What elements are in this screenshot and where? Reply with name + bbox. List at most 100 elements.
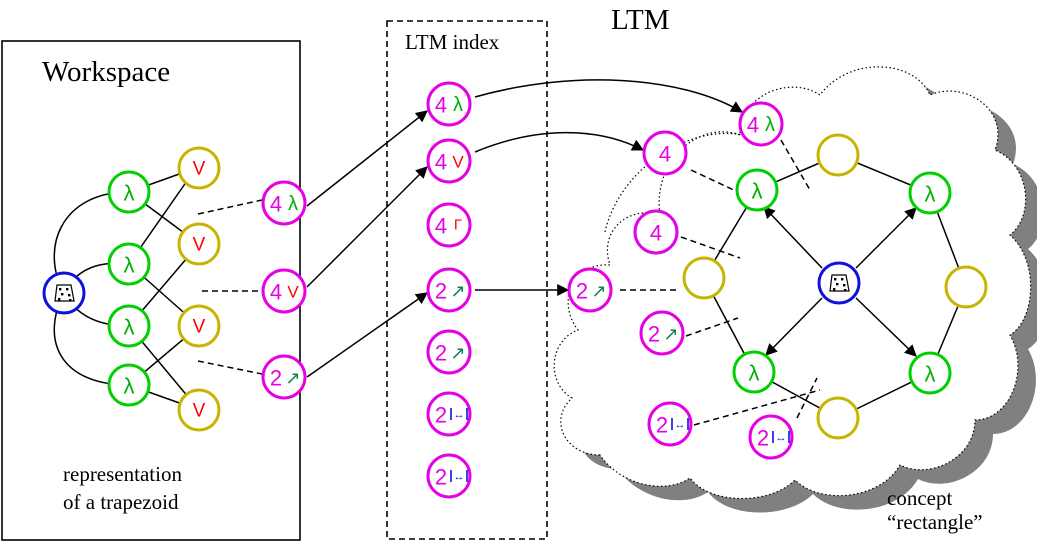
v-node: V [177,304,221,348]
empty-node [944,265,988,309]
digit-glyph: 4 [435,93,447,118]
digit-glyph: 2 [435,341,447,366]
concept-caption-line2: “rectangle” [887,510,983,534]
digit-glyph: 4 [747,113,759,138]
digit-glyph: 2 [270,366,282,391]
empty-node [816,396,860,440]
workspace-to-index-arrows [306,110,428,378]
trapezoid-icon [54,284,75,302]
v-node: V [177,388,221,432]
bar-arrow-bar-icon: ↔ [671,418,689,431]
digit-glyph: 4 [659,142,671,167]
pink-node: 2↗ [567,267,613,313]
workspace-caption: representation of a trapezoid [63,460,182,516]
v-glyph: V [193,317,206,338]
ltm-center-arrows [763,206,917,357]
lambda-node: λ [107,363,151,407]
lambda-node: λ [732,350,776,394]
lambda-glyph: λ [288,193,298,215]
lambda-glyph: λ [925,362,936,387]
ltm-dashed-links [620,139,821,426]
workspace-caption-line1: representation [63,462,182,486]
lambda-glyph: λ [453,94,463,116]
digit-glyph: 4 [270,192,282,217]
lambda-glyph: λ [124,181,135,206]
arrow-ne-icon: ↗ [450,281,465,301]
trapezoid-icon [829,274,850,292]
digit-glyph: 2 [656,413,668,438]
lambda-glyph: λ [124,253,135,278]
ltm-title: LTM [611,4,670,36]
double-arrow-glyph: ↔ [776,432,787,444]
arrow-ne-icon: ↗ [285,368,300,388]
pink-node: 2↗ [426,329,472,375]
digit-glyph: 2 [435,403,447,428]
digit-glyph: 4 [435,214,447,239]
double-arrow-glyph: ↔ [675,419,686,431]
lambda-glyph: λ [124,315,135,340]
bar-arrow-bar-icon: ↔ [772,431,790,444]
cloud-outer [553,66,1032,500]
digit-glyph: 2 [435,279,447,304]
v-glyph: V [193,235,206,256]
pink-node: 2↔ [426,453,472,499]
lambda-glyph: λ [749,361,760,386]
workspace-dashed-links [197,199,263,375]
v-node: V [177,146,221,190]
digit-glyph: 2 [648,322,660,347]
digit-glyph: 2 [576,279,588,304]
index-to-ltm-arrows [474,79,744,296]
double-arrow-glyph: ↔ [454,409,465,421]
pink-node: 2↔ [647,401,693,447]
bar-arrow-bar-icon: ↔ [450,408,468,421]
digit-glyph: 4 [435,150,447,175]
concept-caption: concept “rectangle” [887,486,983,534]
pink-node: 4 [642,130,688,176]
lambda-node: λ [107,170,151,214]
pink-node: 2↗ [261,354,307,400]
v-node: V [177,222,221,266]
lambda-node: λ [107,242,151,286]
v-glyph: V [452,153,464,172]
gamma-glyph: Γ [454,217,462,234]
arrow-ne-icon: ↗ [450,343,465,363]
v-glyph: V [287,283,299,302]
pink-node: 2↔ [748,414,794,460]
digit-glyph: 4 [650,221,662,246]
lambda-node: λ [107,304,151,348]
empty-node [682,256,726,300]
digit-glyph: 2 [757,426,769,451]
ltm-index-title: LTM index [405,30,500,54]
lambda-node: λ [735,168,779,212]
lambda-glyph: λ [752,179,763,204]
trapezoid-node [42,271,86,315]
lambda-glyph: λ [124,374,135,399]
digit-glyph: 2 [435,465,447,490]
lambda-glyph: λ [925,182,936,207]
v-glyph: V [193,401,206,422]
lambda-node: λ [908,351,952,395]
empty-node [816,133,860,177]
bar-arrow-bar-icon: ↔ [450,470,468,483]
trapezoid-node [817,261,861,305]
lambda-glyph: λ [765,114,775,136]
ltm-index-box [386,20,548,540]
pink-node: 2↗ [639,310,685,356]
concept-caption-line1: concept [887,486,953,510]
double-arrow-glyph: ↔ [454,471,465,483]
workspace-caption-line2: of a trapezoid [63,490,179,514]
workspace-title: Workspace [42,56,171,88]
arrow-ne-icon: ↗ [663,324,678,344]
v-glyph: V [193,159,206,180]
digit-glyph: 4 [270,280,282,305]
arrow-ne-icon: ↗ [591,281,606,301]
lambda-node: λ [908,171,952,215]
pink-node: 2↗ [426,267,472,313]
